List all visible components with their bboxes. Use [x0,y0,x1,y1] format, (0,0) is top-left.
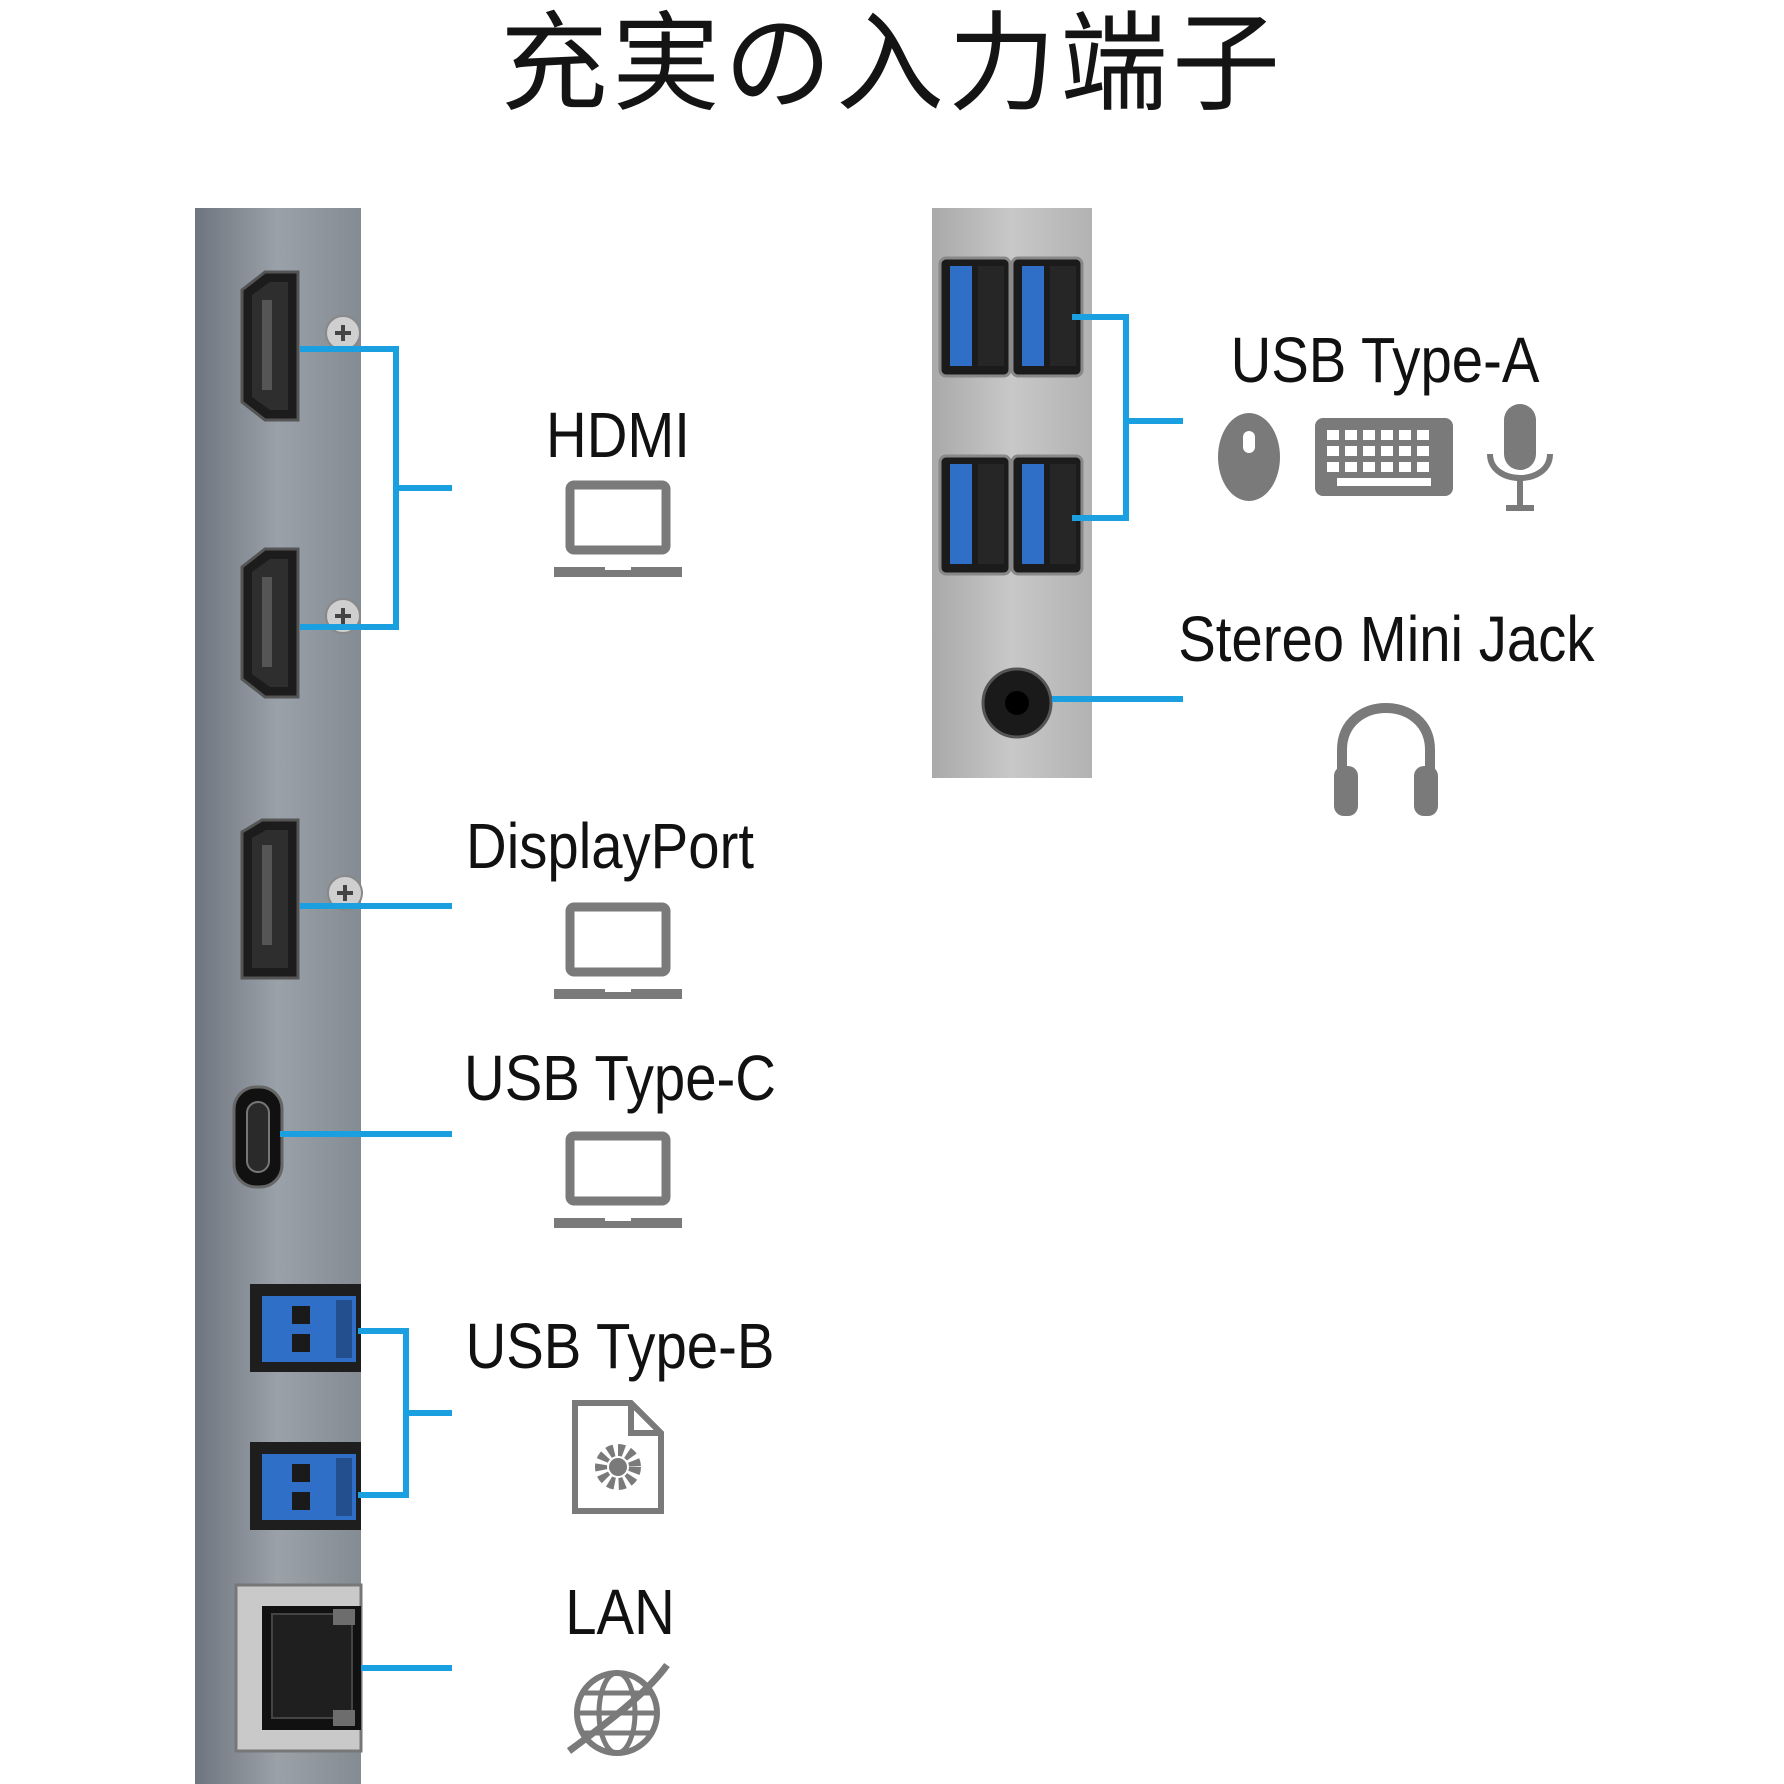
usb-b-connector-line [358,1328,452,1498]
globe-icon [566,1662,670,1756]
usb-a-label: USB Type-A [1230,324,1540,396]
usb-c-label: USB Type-C [464,1042,776,1114]
hdmi-connector-line [300,346,452,630]
usb-b-label: USB Type-B [465,1310,775,1382]
hdmi-label: HDMI [546,399,690,471]
displayport-label: DisplayPort [466,810,754,882]
hdmi-port-1 [240,270,361,422]
lan-port [234,1583,363,1753]
headphones-icon [1334,703,1438,816]
laptop-icon [554,1131,682,1228]
usb-a-port-4 [1010,454,1084,576]
displayport-port [240,818,363,980]
page-title: 充実の入力端子 [499,2,1284,127]
audio-jack-port [981,667,1053,739]
usb-a-port-2 [1010,256,1084,378]
mouse-icon [1218,413,1280,501]
connector-lines [280,314,1183,1671]
usb-a-connector-line [1072,314,1183,521]
stereo-mini-jack-label: Stereo Mini Jack [1178,603,1595,675]
laptop-icon [554,902,682,999]
keyboard-icon [1315,418,1453,496]
usb-b-port-1 [250,1284,361,1372]
left-panel [195,208,363,1784]
right-panel [932,208,1092,778]
usb-a-port-1 [938,256,1012,378]
hdmi-port-2 [240,547,361,699]
lan-label: LAN [565,1576,675,1648]
usb-a-port-3 [938,454,1012,576]
file-settings-icon [572,1400,664,1514]
microphone-icon [1487,404,1553,511]
usb-b-port-2 [250,1442,361,1530]
usb-c-port [232,1085,284,1189]
laptop-icon [554,480,682,577]
